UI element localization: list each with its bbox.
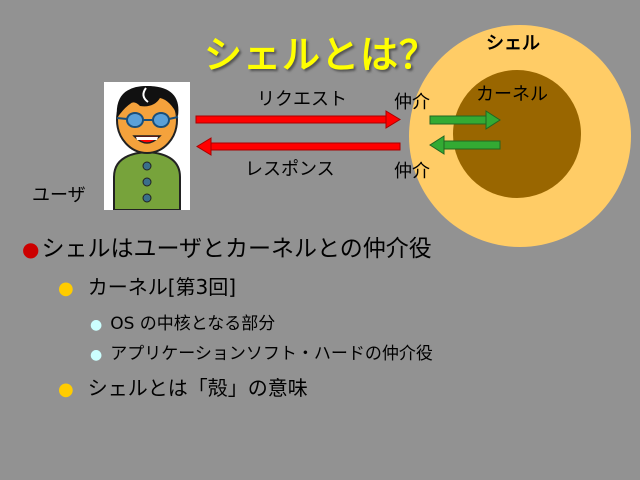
button-1 [142,161,152,171]
bullet-sub-1-text: カーネル[第3回] [87,275,237,299]
glasses-right [152,112,170,128]
bullet-main: ●シェルはユーザとカーネルとの仲介役 [22,229,432,263]
glasses-left [126,112,144,128]
user-figure-icon [113,86,181,210]
kernel-label: カーネル [476,84,548,105]
bullet-dot-red: ● [22,237,40,261]
response-label: レスポンス [245,159,335,180]
slide-title: シェルとは？ [204,33,439,77]
bullet-dot-cyan: ● [90,347,103,363]
kernel-circle [453,70,581,198]
shell-label: シェル [486,33,540,54]
bullet-sub-1: ● カーネル[第3回] [58,271,236,300]
bullet-sub-2: ● シェルとは「殻」の意味 [58,372,308,401]
user-label: ユーザ [32,185,86,206]
intermediary-label-bottom: 仲介 [394,161,430,182]
bullet-dot-cyan: ● [90,317,103,333]
bullet-dot-yellow: ● [58,278,74,299]
bullet-sub-2-text: シェルとは「殻」の意味 [87,376,308,400]
bullet-main-text: シェルはユーザとカーネルとの仲介役 [41,236,432,262]
bullet-subsub-2: ● アプリケーションソフト・ハードの仲介役 [90,339,433,364]
request-label: リクエスト [257,89,347,110]
bullet-subsub-1: ● OS の中核となる部分 [90,309,275,334]
button-3 [142,193,152,203]
bullet-subsub-2-text: アプリケーションソフト・ハードの仲介役 [110,344,433,364]
bullet-subsub-1-text: OS の中核となる部分 [110,314,276,334]
user-illustration [104,82,190,210]
intermediary-label-top: 仲介 [394,92,430,113]
response-arrow [196,137,401,156]
button-2 [142,177,152,187]
request-arrow [195,110,401,129]
bullet-dot-yellow: ● [58,379,74,400]
